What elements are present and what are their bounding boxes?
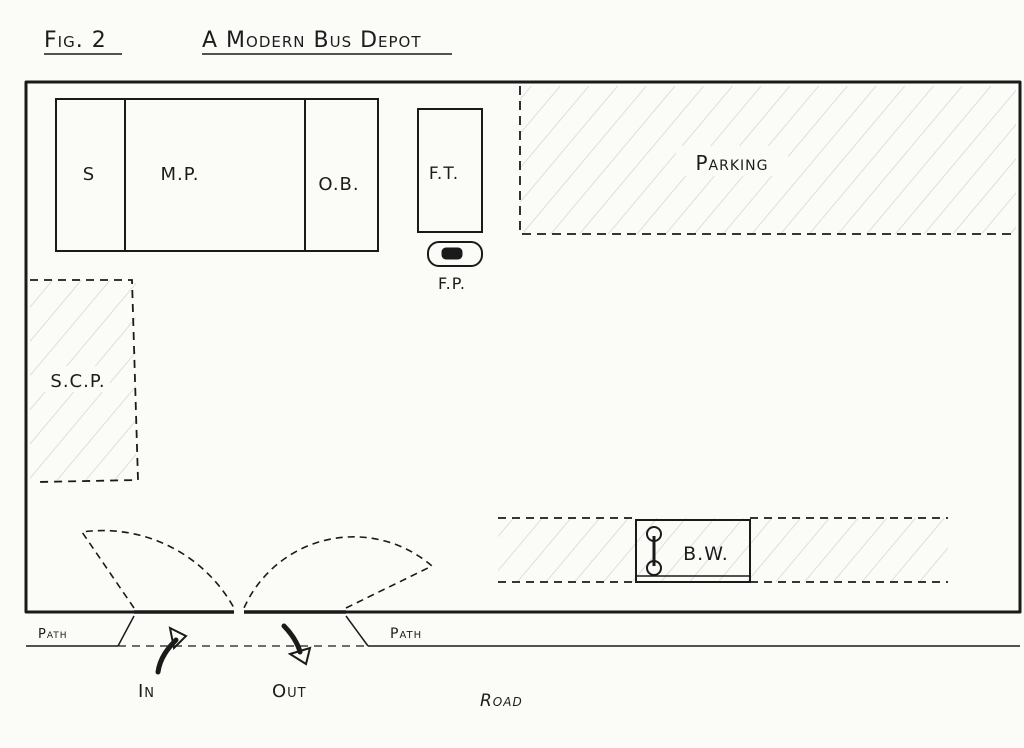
scp-boundary (30, 279, 139, 483)
label-scp: S.C.P. (50, 371, 105, 392)
parking-area: Parking (519, 86, 1016, 235)
in-arrow-icon (168, 626, 188, 651)
fuel-pump-outline (427, 241, 483, 267)
main-building-outline (55, 98, 379, 252)
parking-label-bg (676, 146, 788, 176)
parking-boundary (519, 86, 1016, 235)
path-taper-left (117, 615, 135, 647)
label-parking: Parking (696, 151, 769, 175)
bus-wash-area: B.W. (498, 517, 948, 583)
out-arrow-icon (287, 646, 312, 666)
label-in: In (138, 681, 155, 702)
label-ft: F.T. (429, 164, 459, 184)
wash-brush-top-icon (646, 526, 662, 542)
fuel-pump-icon (441, 247, 463, 260)
figure-title: A Modern Bus Depot (202, 28, 422, 53)
in-arrow-shaft (155, 637, 179, 675)
label-path-left: Path (38, 627, 68, 642)
fuel-tank-outline (417, 108, 483, 233)
label-fp: F.P. (438, 274, 466, 293)
in-gate-swing (80, 529, 235, 609)
bus-wash-building (635, 519, 751, 583)
label-mp: M.P. (160, 164, 199, 185)
entrance-gates (80, 529, 434, 609)
label-path-right: Path (390, 626, 422, 642)
path-taper-right (345, 615, 369, 647)
label-s: S (83, 164, 95, 185)
main-building: S M.P. O.B. (55, 98, 379, 252)
label-bw: B.W. (683, 543, 729, 565)
scp-area: S.C.P. (30, 279, 139, 483)
fuel-station: F.T. F.P. (417, 108, 483, 293)
path-and-road: Path Path Road (26, 615, 1020, 711)
traffic-arrows: In Out (138, 623, 312, 702)
bus-wash-hatch (498, 518, 948, 582)
label-out: Out (272, 681, 307, 702)
site-boundary (24, 80, 1022, 614)
out-gate-swing (243, 536, 434, 609)
wash-brush-bottom-icon (646, 560, 662, 576)
label-ob: O.B. (318, 174, 359, 195)
figure-label: Fig. 2 (44, 28, 107, 53)
label-road: Road (480, 691, 523, 711)
scp-label-bg (44, 366, 110, 392)
out-arrow-shaft (281, 623, 303, 655)
